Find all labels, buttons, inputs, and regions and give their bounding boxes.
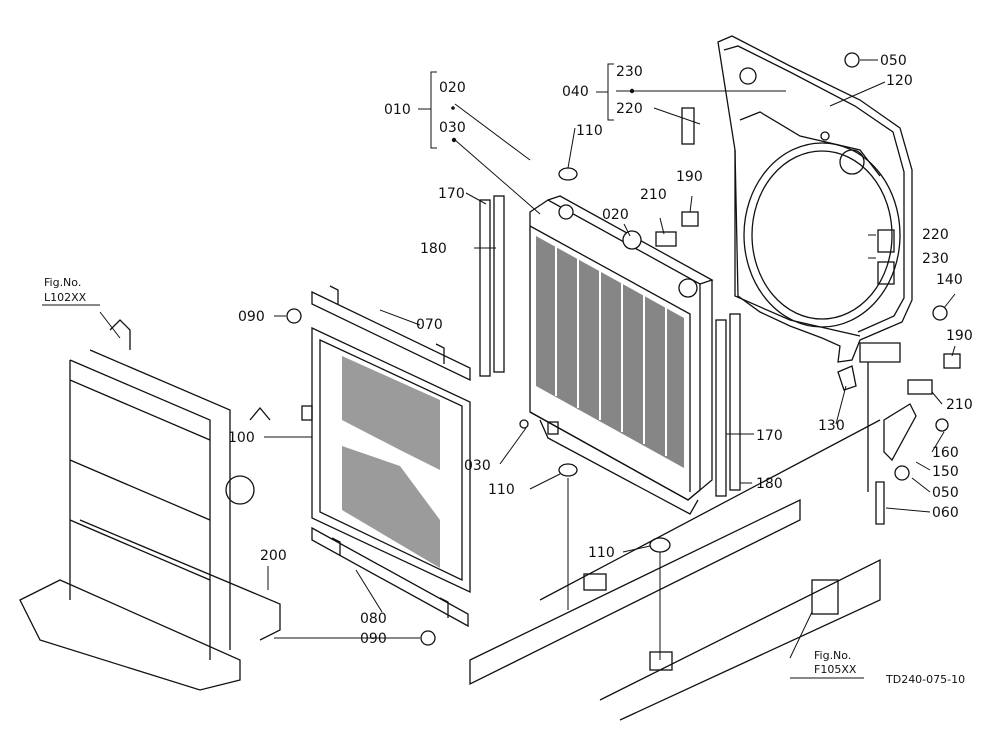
callout-220-group: 220 (616, 101, 643, 117)
fig-ref-l102xx: Fig.No. L102XX (42, 276, 100, 306)
callout-060: 060 (932, 505, 959, 521)
brace-010 (418, 71, 457, 149)
drawing-id: TD240-075-10 (885, 673, 965, 686)
callout-200: 200 (260, 548, 287, 564)
fig-ref-f105xx: Fig.No. F105XX (790, 649, 864, 679)
fig-ref-l-code: L102XX (44, 291, 87, 304)
callout-190-top: 190 (676, 169, 703, 185)
callout-labels: 010 020 030 040 230 220 050 120 220 230 … (228, 53, 973, 647)
leader-lines (99, 59, 956, 660)
callout-230-group: 230 (616, 64, 643, 80)
callout-160: 160 (932, 445, 959, 461)
callout-220-right: 220 (922, 227, 949, 243)
fasteners (286, 52, 961, 646)
right-frame (469, 419, 881, 721)
fig-ref-l-title: Fig.No. (44, 276, 81, 289)
callout-040: 040 (562, 84, 589, 100)
seal-strips (479, 195, 741, 497)
callout-210-top: 210 (640, 187, 667, 203)
callout-030-group: 030 (439, 120, 466, 136)
callout-130: 130 (818, 418, 845, 434)
callout-050-top: 050 (880, 53, 907, 69)
callout-110-mid: 110 (488, 482, 515, 498)
callout-110-bottom: 110 (588, 545, 615, 561)
callout-020-group: 020 (439, 80, 466, 96)
callout-020-top: 020 (602, 207, 629, 223)
callout-030: 030 (464, 458, 491, 474)
callout-050-bottom: 050 (932, 485, 959, 501)
callout-100: 100 (228, 430, 255, 446)
left-frame (19, 319, 281, 691)
radiator (529, 195, 714, 515)
callout-110-top: 110 (576, 123, 603, 139)
callout-210-right: 210 (946, 397, 973, 413)
callout-140: 140 (936, 272, 963, 288)
callout-120: 120 (886, 73, 913, 89)
callout-180-left: 180 (420, 241, 447, 257)
screen (301, 326, 471, 594)
fig-ref-f-code: F105XX (814, 663, 857, 676)
callout-080: 080 (360, 611, 387, 627)
fan-shroud (717, 35, 913, 492)
callout-170-right: 170 (756, 428, 783, 444)
callout-190-right: 190 (946, 328, 973, 344)
callout-180-right: 180 (756, 476, 783, 492)
brackets (311, 285, 471, 628)
fig-ref-f-title: Fig.No. (814, 649, 851, 662)
callout-070: 070 (416, 317, 443, 333)
brace-040 (596, 63, 635, 121)
callout-090-top: 090 (238, 309, 265, 325)
callout-170-left: 170 (438, 186, 465, 202)
callout-230-right: 230 (922, 251, 949, 267)
callout-010: 010 (384, 102, 411, 118)
callout-150: 150 (932, 464, 959, 480)
callout-090-bottom: 090 (360, 631, 387, 647)
